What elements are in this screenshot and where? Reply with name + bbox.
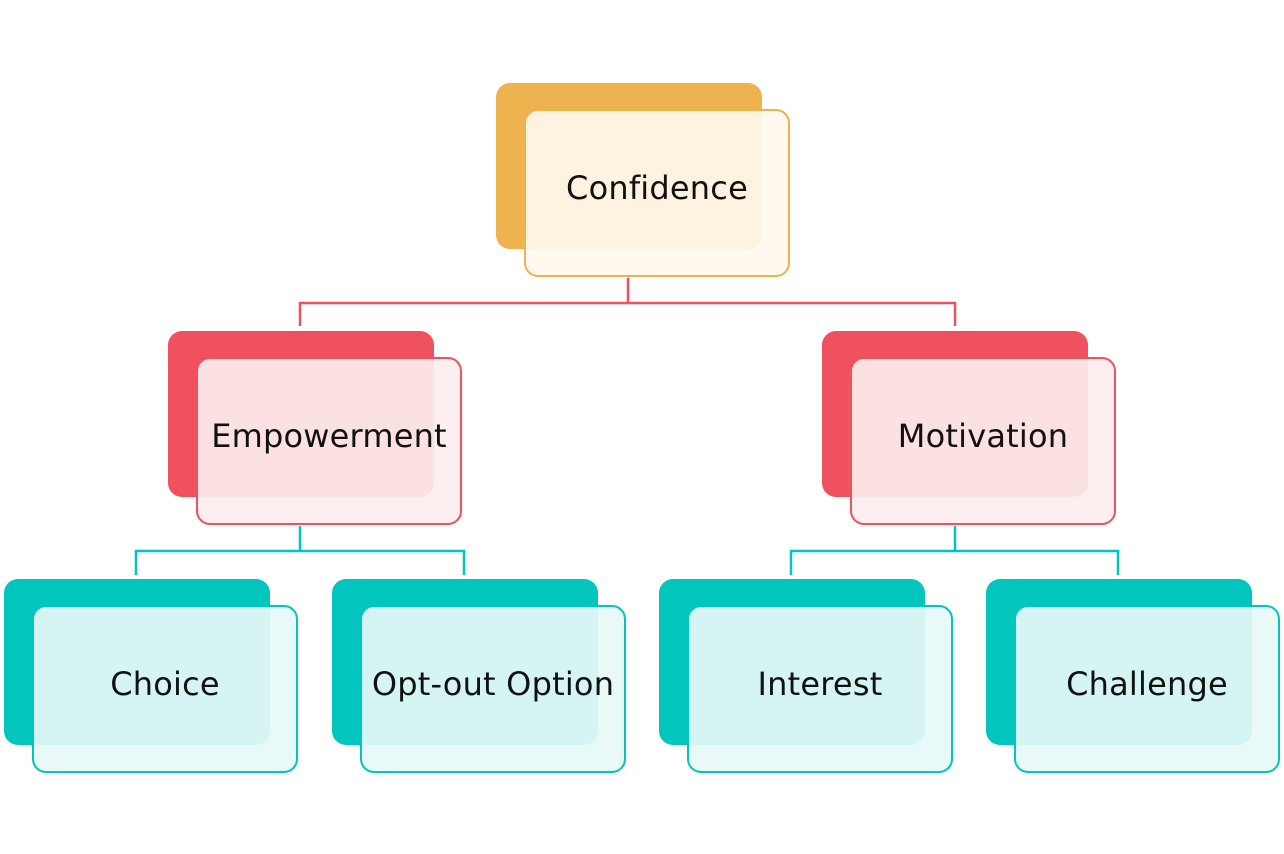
node-opt-out-option: Opt-out Option [332,579,630,777]
motivation-connector [789,526,1120,575]
empowerment-connector [134,526,466,575]
root-connector-line [298,278,957,326]
node-confidence-label: Confidence [566,169,748,207]
node-challenge: Challenge [986,579,1284,777]
node-confidence: Confidence [496,83,794,281]
node-choice-label: Choice [110,665,220,703]
node-choice: Choice [4,579,302,777]
node-interest-box: Interest [687,605,953,773]
node-motivation-box: Motivation [850,357,1116,525]
node-empowerment: Empowerment [168,331,466,529]
node-empowerment-box: Empowerment [196,357,462,525]
node-interest: Interest [659,579,957,777]
node-confidence-box: Confidence [524,109,790,277]
node-choice-box: Choice [32,605,298,773]
node-interest-label: Interest [757,665,883,703]
node-motivation-label: Motivation [897,417,1069,455]
node-empowerment-label: Empowerment [211,417,447,455]
node-motivation: Motivation [822,331,1120,529]
node-opt-out-option-box: Opt-out Option [360,605,626,773]
root-connector [298,278,957,326]
motivation-connector-line [789,526,1120,575]
empowerment-connector-line [134,526,466,575]
node-opt-out-option-label: Opt-out Option [371,665,615,703]
node-challenge-box: Challenge [1014,605,1280,773]
node-challenge-label: Challenge [1066,665,1228,703]
